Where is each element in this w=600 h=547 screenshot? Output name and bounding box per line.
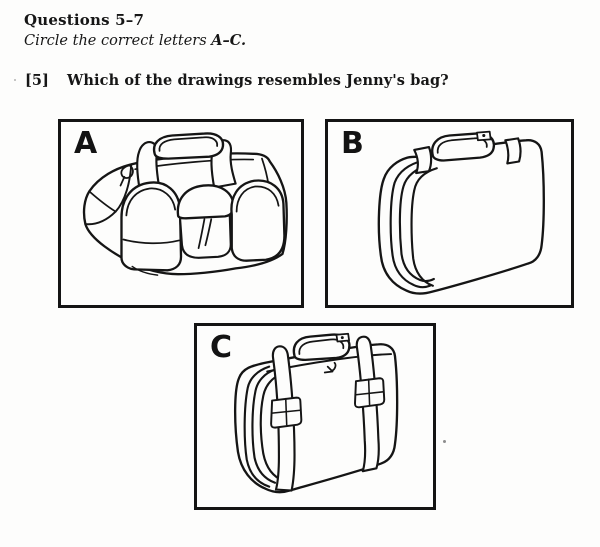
- option-letter-b: B: [341, 126, 364, 161]
- question-text: Which of the drawings resembles Jenny's …: [67, 72, 449, 89]
- option-box-c[interactable]: C: [194, 323, 436, 510]
- hard-suitcase-drawing: [377, 130, 545, 295]
- option-box-a[interactable]: A: [58, 119, 304, 308]
- question-number: [5]: [25, 72, 49, 89]
- instruction-letter-range: A–C.: [211, 32, 247, 49]
- questions-heading: Questions 5–7: [24, 11, 145, 29]
- duffel-bag-drawing: [82, 132, 288, 276]
- option-letter-a: A: [74, 126, 97, 161]
- scan-speck: [14, 79, 16, 81]
- scan-speck: [443, 440, 446, 443]
- instruction-line: Circle the correct letters A–C.: [24, 32, 246, 49]
- strapped-suitcase-drawing: [233, 332, 399, 494]
- instruction-text: Circle the correct letters: [24, 33, 212, 49]
- option-box-b[interactable]: B: [325, 119, 574, 308]
- option-letter-c: C: [210, 330, 232, 365]
